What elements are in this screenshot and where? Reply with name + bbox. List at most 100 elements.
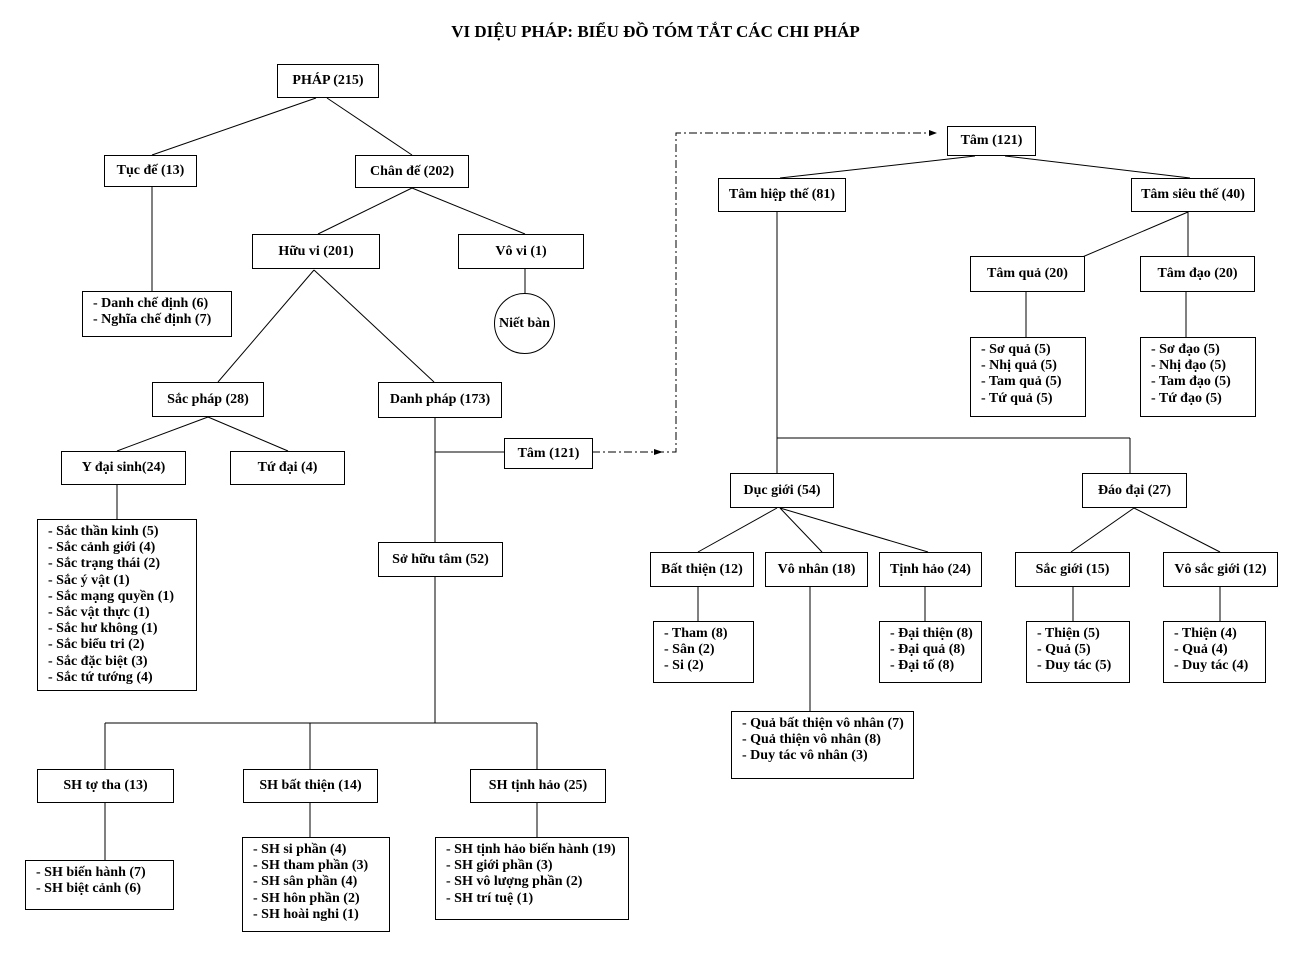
list-item: Tam quả (5) (981, 374, 1079, 390)
node-sac-gioi: Sắc giới (15) (1015, 552, 1130, 587)
connector-line (411, 187, 526, 235)
list-item: Duy tác (4) (1174, 658, 1259, 674)
list-item: Quả thiện vô nhân (8) (742, 732, 907, 748)
list-bat-thien: Tham (8) Sân (2) Si (2) (653, 621, 754, 683)
connector-line (779, 507, 929, 553)
node-phap: PHÁP (215) (277, 64, 379, 98)
node-tam-sieu-the: Tâm siêu thế (40) (1131, 178, 1255, 212)
list-item: Quả (5) (1037, 642, 1123, 658)
connector-line (1070, 507, 1135, 553)
list-item: Sơ quả (5) (981, 342, 1079, 358)
node-danh-phap: Danh pháp (173) (378, 382, 502, 418)
node-tam-hiep-the: Tâm hiệp thế (81) (718, 178, 846, 212)
list-item: SH biến hành (7) (36, 865, 167, 881)
node-vo-vi: Vô vi (1) (458, 234, 584, 269)
list-che-dinh: Danh chế định (6) Nghĩa chế định (7) (82, 291, 232, 337)
connector-line (313, 269, 435, 383)
diagram-title: VI DIỆU PHÁP: BIỂU ĐỒ TÓM TẮT CÁC CHI PH… (451, 22, 860, 41)
connector-line (151, 97, 317, 156)
connector-line (779, 155, 976, 179)
dashdot-link-line (592, 132, 931, 453)
list-item: Sơ đạo (5) (1151, 342, 1249, 358)
connector-line (217, 269, 315, 383)
list-item: SH giới phần (3) (446, 858, 622, 874)
node-huu-vi: Hữu vi (201) (252, 234, 380, 269)
list-item: Nhị đạo (5) (1151, 358, 1249, 374)
list-item: Đại thiện (8) (890, 626, 975, 642)
list-tam-qua: Sơ quả (5) Nhị quả (5) Tam quả (5) Tứ qu… (970, 337, 1086, 417)
list-item: Duy tác (5) (1037, 658, 1123, 674)
list-item: Nhị quả (5) (981, 358, 1079, 374)
connector-line (326, 97, 413, 156)
node-sh-tu-tha: SH tợ tha (13) (37, 769, 174, 803)
list-item: SH sân phần (4) (253, 874, 383, 890)
list-item: Sắc cảnh giới (4) (48, 540, 190, 556)
list-item: Sắc hư không (1) (48, 621, 190, 637)
node-sh-bat-thien: SH bất thiện (14) (243, 769, 378, 803)
node-niet-ban: Niết bàn (494, 293, 555, 354)
list-item: Tam đạo (5) (1151, 374, 1249, 390)
list-item: Quả (4) (1174, 642, 1259, 658)
list-item: Si (2) (664, 658, 747, 674)
list-item: Sắc trạng thái (2) (48, 556, 190, 572)
list-item: Danh chế định (6) (93, 296, 225, 312)
list-item: Tứ quả (5) (981, 391, 1079, 407)
list-item: Thiện (5) (1037, 626, 1123, 642)
arrowhead (929, 130, 937, 136)
list-item: Sắc vật thực (1) (48, 605, 190, 621)
list-item: SH tham phần (3) (253, 858, 383, 874)
node-tam-qua: Tâm quả (20) (970, 256, 1085, 292)
connector-line (1133, 507, 1221, 553)
list-item: Tứ đạo (5) (1151, 391, 1249, 407)
node-dao-dai: Đáo đại (27) (1082, 473, 1187, 508)
list-item: SH tịnh hảo biến hành (19) (446, 842, 622, 858)
node-tam-dao: Tâm đạo (20) (1140, 256, 1255, 292)
list-item: Quả bất thiện vô nhân (7) (742, 716, 907, 732)
node-duc-gioi: Dục giới (54) (730, 473, 834, 508)
list-item: Đại tố (8) (890, 658, 975, 674)
node-vo-sac-gioi: Vô sắc giới (12) (1163, 552, 1278, 587)
list-item: SH si phần (4) (253, 842, 383, 858)
list-item: Sân (2) (664, 642, 747, 658)
list-item: Sắc biểu tri (2) (48, 637, 190, 653)
list-item: Sắc mạng quyền (1) (48, 589, 190, 605)
node-y-dai-sinh: Y đại sinh(24) (61, 451, 186, 485)
list-vo-sac-gioi: Thiện (4) Quả (4) Duy tác (4) (1163, 621, 1266, 683)
list-sac-gioi: Thiện (5) Quả (5) Duy tác (5) (1026, 621, 1130, 683)
list-item: SH vô lượng phần (2) (446, 874, 622, 890)
list-item: SH trí tuệ (1) (446, 891, 622, 907)
list-item: Thiện (4) (1174, 626, 1259, 642)
list-sh-bat-thien: SH si phần (4) SH tham phần (3) SH sân p… (242, 837, 390, 932)
list-item: Sắc tứ tướng (4) (48, 670, 190, 686)
connector-line (1004, 155, 1191, 179)
list-item: Sắc thần kinh (5) (48, 524, 190, 540)
list-item: Duy tác vô nhân (3) (742, 748, 907, 764)
list-sh-tinh-hao: SH tịnh hảo biến hành (19) SH giới phần … (435, 837, 629, 920)
node-sh-tinh-hao: SH tịnh hảo (25) (470, 769, 606, 803)
node-tam: Tâm (121) (947, 126, 1036, 156)
list-item: Đại quả (8) (890, 642, 975, 658)
node-vo-nhan: Vô nhân (18) (765, 552, 868, 587)
list-item: SH hoài nghi (1) (253, 907, 383, 923)
node-so-huu-tam: Sở hữu tâm (52) (378, 542, 503, 577)
node-tinh-hao: Tịnh hảo (24) (879, 552, 982, 587)
node-bat-thien: Bất thiện (12) (650, 552, 754, 587)
list-vo-nhan: Quả bất thiện vô nhân (7) Quả thiện vô n… (731, 711, 914, 779)
list-item: SH hôn phần (2) (253, 891, 383, 907)
node-tuc-de: Tục đế (13) (104, 155, 197, 187)
list-item: Tham (8) (664, 626, 747, 642)
list-tam-dao: Sơ đạo (5) Nhị đạo (5) Tam đạo (5) Tứ đạ… (1140, 337, 1256, 417)
node-tu-dai: Tứ đại (4) (230, 451, 345, 485)
connector-line (697, 507, 778, 553)
node-chan-de: Chân đế (202) (355, 155, 469, 188)
connector-line (779, 507, 823, 553)
list-item: SH biệt cảnh (6) (36, 881, 167, 897)
list-y-dai-sinh: Sắc thần kinh (5) Sắc cảnh giới (4) Sắc … (37, 519, 197, 691)
list-tinh-hao: Đại thiện (8) Đại quả (8) Đại tố (8) (879, 621, 982, 683)
list-item: Sắc ý vật (1) (48, 573, 190, 589)
list-sh-tu-tha: SH biến hành (7) SH biệt cảnh (6) (25, 860, 174, 910)
connector-line (116, 416, 209, 452)
list-item: Nghĩa chế định (7) (93, 312, 225, 328)
connector-line (317, 187, 413, 235)
